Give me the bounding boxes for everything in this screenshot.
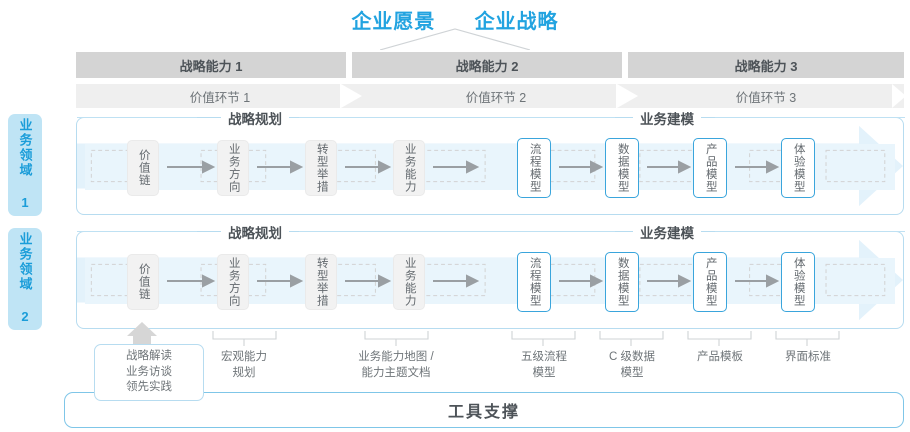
chevron-separator-2-icon bbox=[616, 84, 638, 108]
bottom-label-2-text: 宏观能力规划 bbox=[221, 351, 267, 379]
node-row1-planning-3-label: 转型举措 bbox=[315, 143, 328, 193]
node-row2-modeling-3[interactable]: 产品模型 bbox=[693, 252, 727, 312]
node-row1-modeling-1-label: 流程模型 bbox=[528, 143, 541, 193]
section-title-planning-2: 战略规划 bbox=[221, 222, 289, 242]
bottom-label-6-text: 产品模板 bbox=[697, 351, 743, 363]
business-domain-row-1: 战略规划 业务建模 价值链 业务方向 转型举措 业务能力 流程模型 数据模型 产… bbox=[76, 108, 905, 215]
tool-support-container bbox=[64, 392, 904, 428]
capability-cell-1: 战略能力 1 bbox=[76, 52, 346, 78]
node-row2-modeling-1-label: 流程模型 bbox=[528, 257, 541, 307]
node-row1-modeling-3[interactable]: 产品模型 bbox=[693, 138, 727, 198]
node-row2-modeling-2[interactable]: 数据模型 bbox=[605, 252, 639, 312]
section-line-modeling-1 bbox=[495, 117, 615, 118]
value-cell-3-label: 价值环节 3 bbox=[735, 90, 797, 105]
section-line-planning-1 bbox=[77, 117, 197, 118]
capability-cell-2: 战略能力 2 bbox=[352, 52, 622, 78]
dashed-track-1-icon bbox=[90, 149, 886, 183]
node-row1-planning-1-label: 价值链 bbox=[137, 149, 150, 187]
bottom-label-4: 五级流程模型 bbox=[494, 350, 594, 381]
domain-label-2-text: 业务领域 2 bbox=[17, 232, 33, 326]
section-title-modeling-1: 业务建模 bbox=[633, 108, 701, 128]
node-row1-modeling-2[interactable]: 数据模型 bbox=[605, 138, 639, 198]
node-row2-modeling-1[interactable]: 流程模型 bbox=[517, 252, 551, 312]
tool-support-title: 工具支撑 bbox=[447, 404, 520, 421]
value-cell-2-label: 价值环节 2 bbox=[465, 90, 527, 105]
node-row2-modeling-4-label: 体验模型 bbox=[792, 257, 805, 307]
section-line-modeling-2 bbox=[495, 231, 615, 232]
node-row2-planning-1-label: 价值链 bbox=[137, 263, 150, 301]
business-domain-row-2: 战略规划 业务建模 价值链 业务方向 转型举措 业务能力 流程模型 数据模型 产… bbox=[76, 222, 905, 329]
bottom-label-2: 宏观能力规划 bbox=[194, 350, 294, 381]
section-line-planning-2b bbox=[299, 231, 495, 232]
bottom-label-3: 业务能力地图 /能力主题文档 bbox=[336, 350, 456, 381]
bottom-label-4-text: 五级流程模型 bbox=[521, 351, 567, 379]
flow-arrows-row-2-icon bbox=[167, 274, 780, 288]
bottom-label-1-text: 战略解读业务访谈领先实践 bbox=[126, 350, 172, 394]
node-row1-planning-2-label: 业务方向 bbox=[227, 143, 240, 193]
node-row2-modeling-3-label: 产品模型 bbox=[704, 257, 717, 307]
strategic-capability-band: 战略能力 1 战略能力 2 战略能力 3 bbox=[76, 52, 904, 78]
value-cell-2: 价值环节 2 bbox=[352, 84, 640, 108]
enterprise-vision-title: 企业愿景 bbox=[351, 11, 436, 33]
converging-lines-icon bbox=[380, 28, 530, 50]
flow-arrows-row-1-icon bbox=[167, 160, 780, 174]
value-link-band: 价值环节 1 价值环节 2 价值环节 3 bbox=[76, 84, 906, 108]
node-row1-planning-1[interactable]: 价值链 bbox=[127, 140, 159, 196]
node-row1-modeling-4-label: 体验模型 bbox=[792, 143, 805, 193]
chevron-end-icon bbox=[892, 84, 906, 108]
bottom-label-5-text: C 级数据模型 bbox=[609, 351, 655, 379]
node-row2-modeling-2-label: 数据模型 bbox=[616, 257, 629, 307]
value-cell-1: 价值环节 1 bbox=[76, 84, 364, 108]
node-row1-modeling-4[interactable]: 体验模型 bbox=[781, 138, 815, 198]
node-row2-planning-4[interactable]: 业务能力 bbox=[393, 254, 425, 310]
bottom-label-6: 产品模板 bbox=[670, 350, 770, 366]
node-row1-modeling-1[interactable]: 流程模型 bbox=[517, 138, 551, 198]
bottom-label-7-text: 界面标准 bbox=[785, 351, 831, 363]
node-row2-planning-3-label: 转型举措 bbox=[315, 257, 328, 307]
node-row1-planning-3[interactable]: 转型举措 bbox=[305, 140, 337, 196]
capability-cell-3-label: 战略能力 3 bbox=[734, 58, 798, 74]
capability-cell-1-label: 战略能力 1 bbox=[179, 58, 243, 74]
section-line-modeling-2b bbox=[715, 231, 905, 232]
node-row1-planning-4[interactable]: 业务能力 bbox=[393, 140, 425, 196]
dashed-track-2-icon bbox=[90, 263, 886, 297]
node-row2-planning-1[interactable]: 价值链 bbox=[127, 254, 159, 310]
enterprise-strategy-title: 企业战略 bbox=[474, 11, 559, 33]
capability-cell-3: 战略能力 3 bbox=[628, 52, 904, 78]
bottom-label-1: 战略解读业务访谈领先实践 bbox=[94, 344, 204, 401]
node-row1-modeling-3-label: 产品模型 bbox=[704, 143, 717, 193]
capability-cell-2-label: 战略能力 2 bbox=[455, 58, 519, 74]
section-title-modeling-2: 业务建模 bbox=[633, 222, 701, 242]
section-title-planning-1: 战略规划 bbox=[221, 108, 289, 128]
node-row2-planning-3[interactable]: 转型举措 bbox=[305, 254, 337, 310]
section-line-planning-2 bbox=[77, 231, 197, 232]
node-row1-planning-4-label: 业务能力 bbox=[403, 143, 416, 193]
value-cell-3: 价值环节 3 bbox=[628, 84, 904, 108]
bottom-label-7: 界面标准 bbox=[758, 350, 858, 366]
value-cell-1-label: 价值环节 1 bbox=[189, 90, 251, 105]
node-row1-planning-2[interactable]: 业务方向 bbox=[217, 140, 249, 196]
domain-label-1: 业务领域 1 bbox=[8, 114, 42, 216]
node-row2-planning-4-label: 业务能力 bbox=[403, 257, 416, 307]
top-titles: 企业愿景 企业战略 bbox=[0, 5, 910, 34]
node-row2-planning-2-label: 业务方向 bbox=[227, 257, 240, 307]
bottom-label-5: C 级数据模型 bbox=[582, 350, 682, 381]
bottom-label-3-text: 业务能力地图 /能力主题文档 bbox=[358, 351, 434, 379]
domain-label-2: 业务领域 2 bbox=[8, 228, 42, 330]
node-row2-planning-2[interactable]: 业务方向 bbox=[217, 254, 249, 310]
chevron-separator-1-icon bbox=[340, 84, 362, 108]
node-row1-modeling-2-label: 数据模型 bbox=[616, 143, 629, 193]
section-line-modeling-1b bbox=[715, 117, 905, 118]
node-row2-modeling-4[interactable]: 体验模型 bbox=[781, 252, 815, 312]
domain-label-1-text: 业务领域 1 bbox=[17, 118, 33, 212]
section-line-planning-1b bbox=[299, 117, 495, 118]
